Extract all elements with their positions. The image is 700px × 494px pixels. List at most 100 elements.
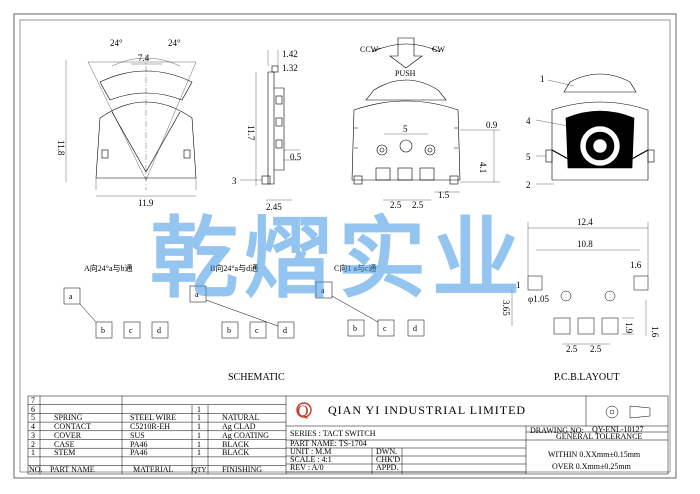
tb-row-1-qty: 1 bbox=[197, 448, 201, 457]
back-dim-41: 4.1 bbox=[478, 162, 488, 173]
back-label-push: PUSH bbox=[395, 69, 416, 78]
back-label-cw: CW bbox=[432, 45, 445, 54]
detail-view bbox=[535, 73, 655, 185]
front-dim-angle-left: 24° bbox=[110, 38, 123, 48]
pcb-title: P.C.B.LAYOUT bbox=[554, 372, 619, 383]
tb-row-2-finish: BLACK bbox=[222, 440, 250, 449]
tb-chkd: CHK'D bbox=[376, 455, 401, 464]
tb-appd: APPD. bbox=[376, 463, 399, 472]
schematic-pin-a1: a bbox=[69, 292, 73, 301]
title-block-grid bbox=[27, 395, 669, 475]
pcb-dim-365: 3.65 bbox=[501, 300, 511, 316]
schematic-pin-d2: d bbox=[283, 326, 287, 335]
front-dim-top: 7.4 bbox=[138, 53, 150, 63]
schematic-label-c: C向1 a与c通 bbox=[334, 263, 376, 273]
schematic-diagram bbox=[63, 281, 425, 339]
tb-row-2-no: 2 bbox=[31, 440, 35, 449]
tb-row-2-material: PA46 bbox=[130, 440, 148, 449]
front-dim-width: 11.9 bbox=[138, 198, 154, 208]
tb-tol-over: OVER 0.Xmm±0.25mm bbox=[552, 462, 631, 471]
front-view bbox=[65, 55, 197, 197]
projection-symbol bbox=[605, 405, 651, 419]
tb-row-6-qty: 1 bbox=[197, 405, 201, 414]
tb-drawing-no-label: DRAWING NO: bbox=[530, 426, 584, 435]
pcb-dim-16a: 1.6 bbox=[630, 260, 642, 270]
pcb-dim-19: 1.9 bbox=[624, 322, 634, 334]
schematic-pin-a2: a bbox=[195, 290, 199, 299]
back-view bbox=[351, 37, 500, 201]
schematic-pin-c3: c bbox=[383, 324, 387, 333]
tb-row-4-material: C5210R-EH bbox=[130, 422, 170, 431]
pcb-dim-25b: 2.5 bbox=[590, 344, 602, 354]
pcb-dim-16b: 1.6 bbox=[650, 326, 660, 338]
tb-row-1-material: PA46 bbox=[130, 448, 148, 457]
schematic-pin-c2: c bbox=[255, 326, 259, 335]
schematic-label-a: A向24°a与b通 bbox=[84, 263, 133, 273]
tb-drawing-no: QY-ENL-10127 bbox=[592, 425, 644, 434]
tb-dwn: DWN. bbox=[376, 447, 398, 456]
pcb-dim-124: 12.4 bbox=[577, 217, 593, 227]
side-callout-3: 3 bbox=[232, 176, 237, 186]
schematic-pin-c1: c bbox=[129, 326, 133, 335]
tb-row-5-finish: NATURAL bbox=[222, 413, 260, 422]
tb-row-2-qty: 1 bbox=[197, 440, 201, 449]
detail-callout-2: 2 bbox=[526, 180, 531, 190]
tb-row-3-finish: Ag COATING bbox=[222, 431, 269, 440]
tb-row-4-name: CONTACT bbox=[54, 422, 92, 431]
back-dim-25a: 2.5 bbox=[390, 200, 402, 210]
drawing-border bbox=[13, 13, 677, 479]
tb-unit: UNIT : M.M bbox=[290, 447, 332, 456]
side-dim-c: 0.5 bbox=[290, 152, 302, 162]
tb-header-qty: QTY bbox=[192, 466, 207, 474]
tb-row-5-name: SPRING bbox=[54, 413, 83, 422]
schematic-label-b: B向24°a与d通 bbox=[210, 263, 258, 273]
tb-general-tolerance: GENERAL TOLERANCE bbox=[556, 432, 643, 441]
back-dim-25b: 2.5 bbox=[412, 200, 424, 210]
side-view bbox=[240, 50, 300, 201]
tb-row-1-name: STEM bbox=[54, 448, 76, 457]
side-dim-b: 1.32 bbox=[282, 63, 298, 73]
tb-header-name: PART NAME bbox=[50, 465, 95, 474]
tb-row-3-no: 3 bbox=[31, 431, 35, 440]
tb-row-4-finish: Ag CLAD bbox=[222, 422, 256, 431]
tb-row-3-qty: 1 bbox=[197, 431, 201, 440]
company-logo: Q bbox=[297, 403, 309, 420]
back-dim-15: 1.5 bbox=[438, 190, 450, 200]
detail-callout-5: 5 bbox=[526, 152, 531, 162]
schematic-pin-b1: b bbox=[101, 326, 105, 335]
schematic-pin-b3: b bbox=[353, 324, 357, 333]
tb-header-finish: FINISHING bbox=[222, 465, 262, 474]
schematic-title: SCHEMATIC bbox=[228, 372, 285, 383]
company-logo-ring bbox=[296, 402, 312, 418]
pcb-dim-hole: φ1.05 bbox=[528, 294, 549, 304]
tb-row-2-name: CASE bbox=[54, 440, 75, 449]
tb-part-name: PART NAME: TS-1704 bbox=[290, 439, 367, 448]
tb-row-3-material: SUS bbox=[130, 431, 145, 440]
side-dim-a: 1.42 bbox=[282, 49, 298, 59]
detail-callout-4: 4 bbox=[526, 116, 531, 126]
tb-row-1-no: 1 bbox=[31, 448, 35, 457]
tb-row-7-no: 7 bbox=[31, 396, 35, 405]
side-dim-height: 11.7 bbox=[246, 125, 256, 141]
tb-row-1-finish: BLACK bbox=[222, 448, 250, 457]
tb-scale: SCALE : 4:1 bbox=[290, 455, 332, 464]
detail-callout-1: 1 bbox=[540, 74, 545, 84]
tb-row-4-no: 4 bbox=[31, 422, 35, 431]
company-name: QIAN YI INDUSTRIAL LIMITED bbox=[328, 403, 527, 417]
tb-row-5-qty: 1 bbox=[197, 413, 201, 422]
tb-row-5-material: STEEL WIRE bbox=[130, 413, 176, 422]
back-label-ccw: CCW bbox=[360, 45, 379, 54]
front-dim-height: 11.8 bbox=[56, 140, 66, 156]
front-dim-angle-right: 24° bbox=[168, 38, 181, 48]
pcb-dim-1: 1 bbox=[516, 280, 521, 290]
pcb-dim-108: 10.8 bbox=[577, 239, 593, 249]
pcb-layout bbox=[511, 222, 649, 345]
tb-header-no: NO. bbox=[29, 465, 43, 474]
back-dim-5: 5 bbox=[403, 124, 408, 134]
tb-tol-within: WITHIN 0.XXmm±0.15mm bbox=[548, 450, 641, 459]
schematic-pin-d3: d bbox=[413, 324, 417, 333]
tb-row-6-no: 6 bbox=[31, 405, 35, 414]
tb-header-material: MATERIAL bbox=[133, 465, 174, 474]
tb-row-4-qty: 1 bbox=[197, 422, 201, 431]
